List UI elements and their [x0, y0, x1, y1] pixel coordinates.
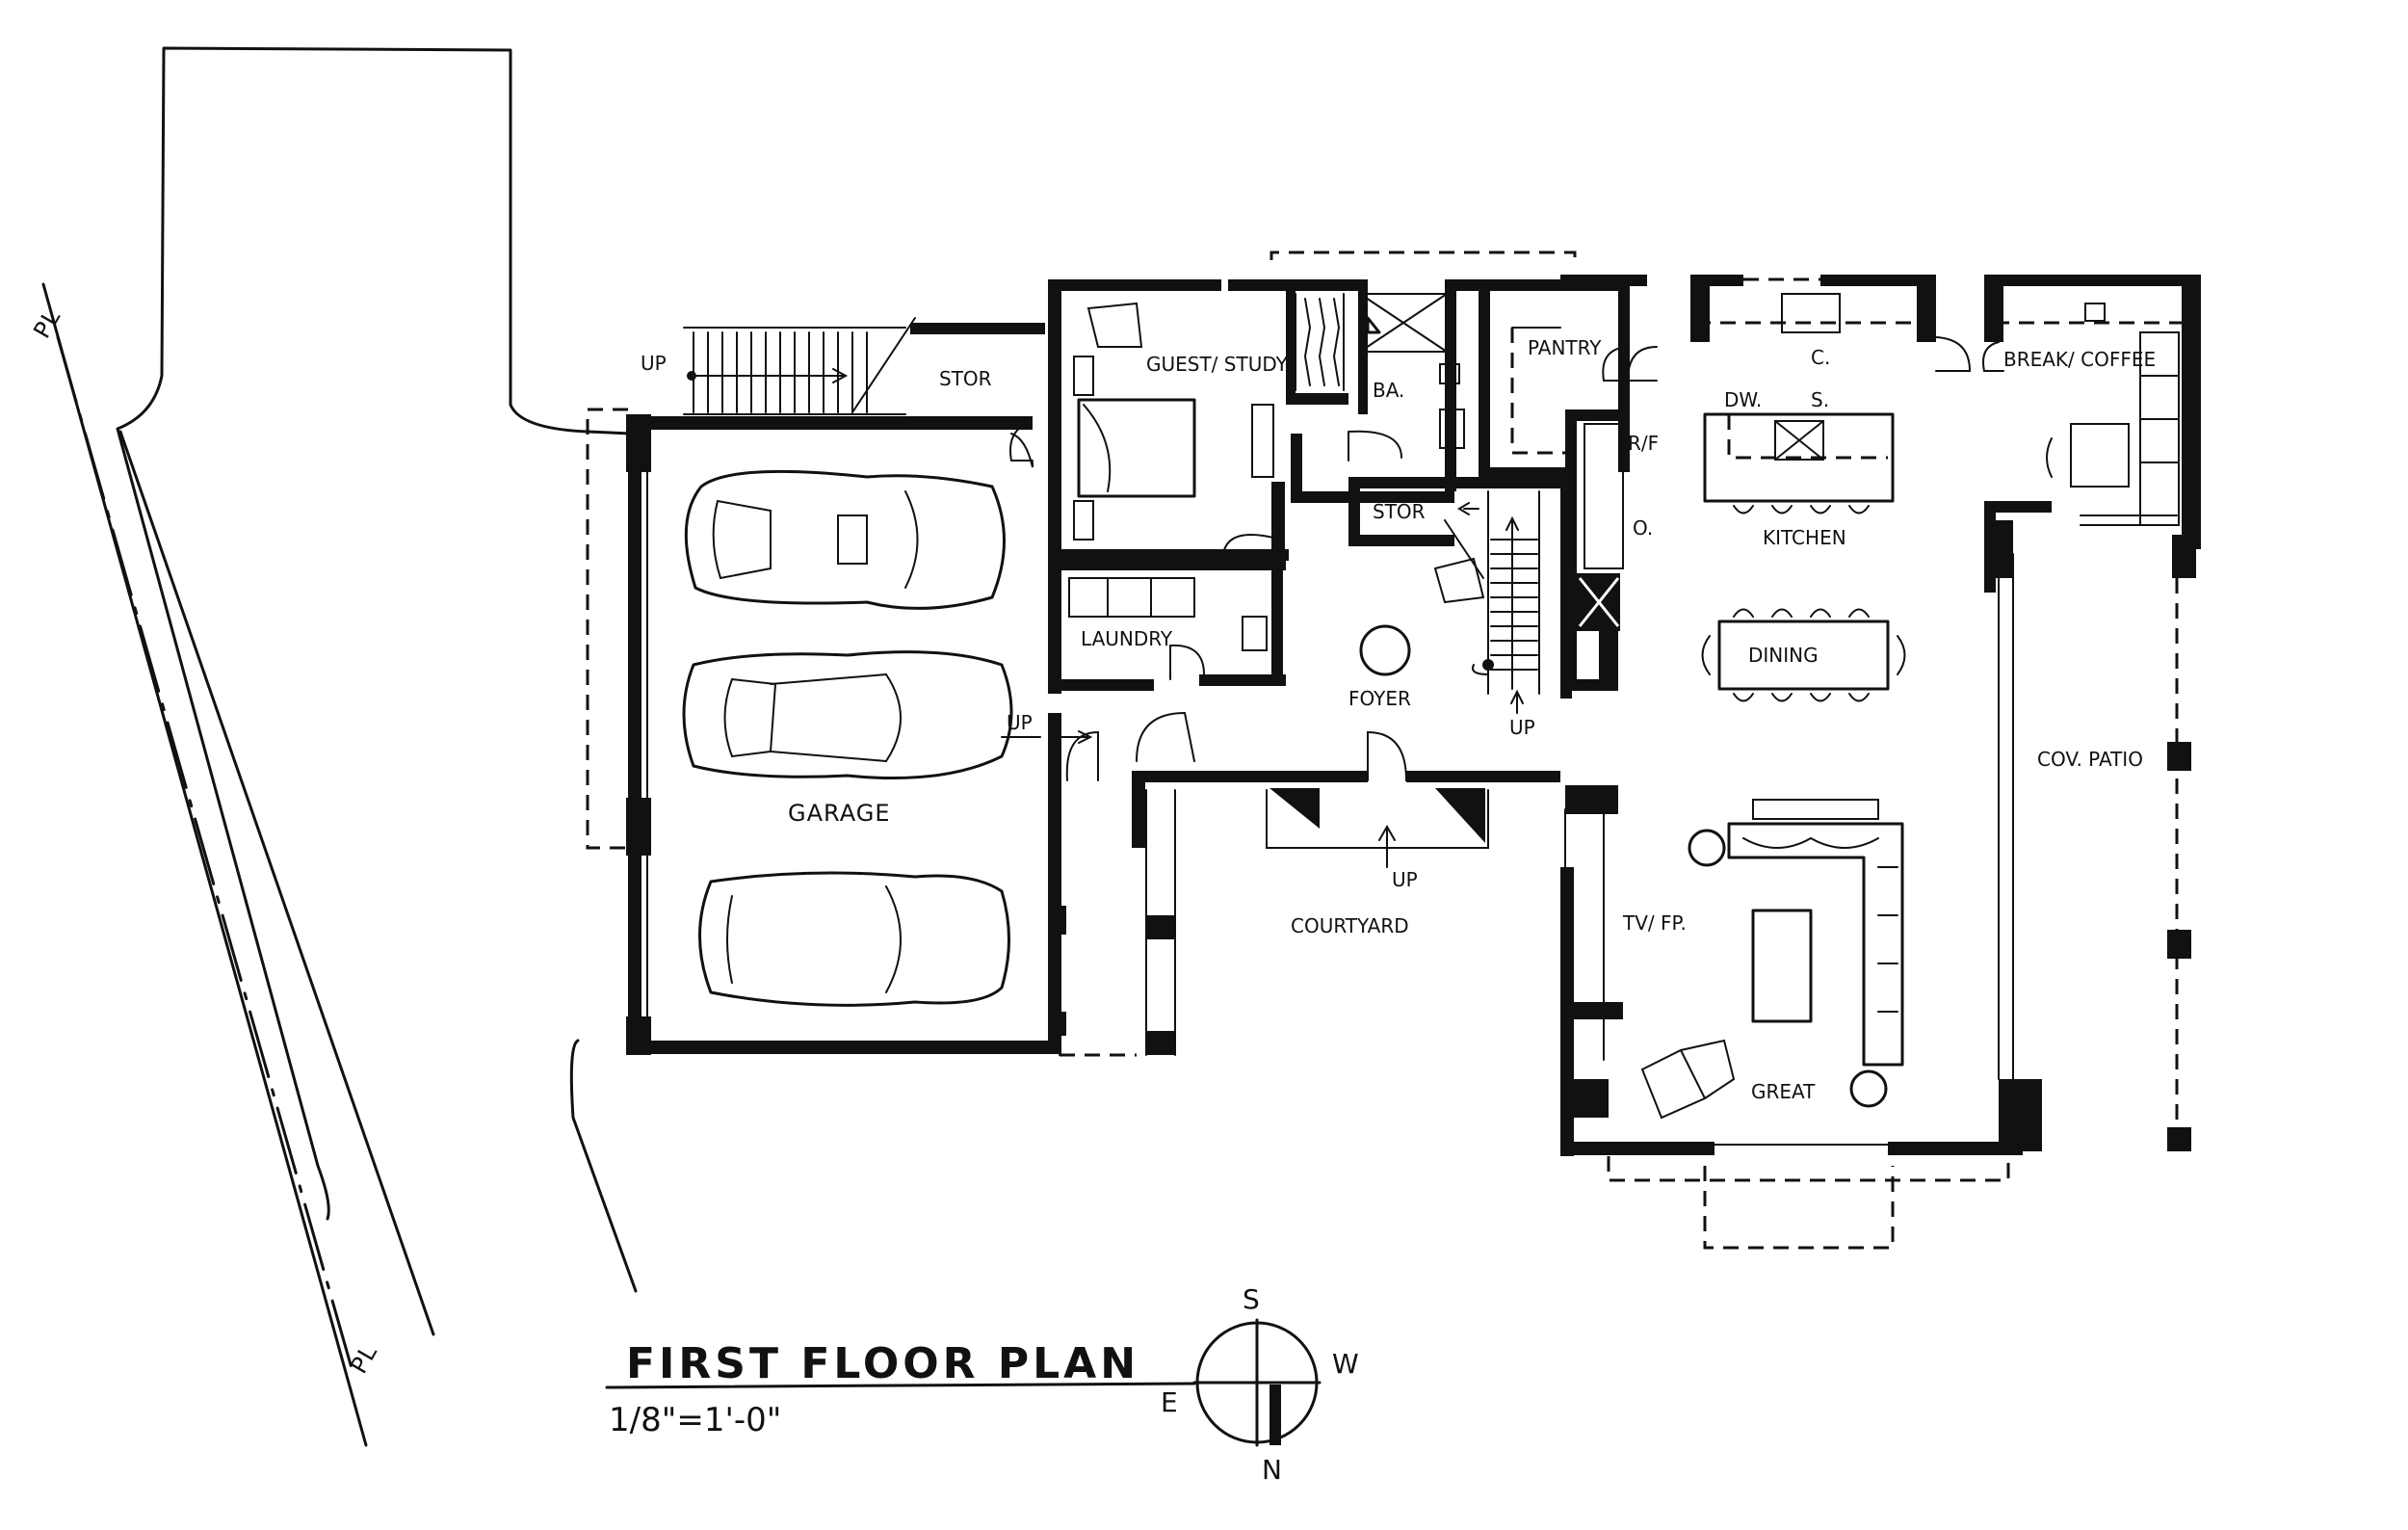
- dishwasher-label: DW.: [1724, 388, 1762, 411]
- property-line-marker-bottom: PL: [345, 1339, 382, 1378]
- car-1-icon: [684, 469, 1006, 610]
- north-arrow-compass-icon: [1192, 1318, 1322, 1447]
- dining-table: [1717, 620, 1890, 691]
- title-underline: [605, 1382, 1196, 1389]
- laundry-label: LAUNDRY: [1081, 627, 1173, 650]
- break-coffee-label: BREAK/ COFFEE: [2003, 348, 2156, 371]
- garage-wall-top: [628, 416, 1033, 430]
- garage-wall-left: [628, 416, 641, 1052]
- compass-east-label: E: [1161, 1386, 1178, 1418]
- lot-boundary-lower: [569, 1039, 638, 1293]
- great-room-label: GREAT: [1751, 1080, 1816, 1103]
- garage-wall-bottom: [628, 1041, 1061, 1054]
- garage-up-label: UP: [1007, 711, 1033, 734]
- foyer-up-label: UP: [1509, 716, 1535, 739]
- interior-stair: [1472, 490, 1540, 695]
- exterior-up-label: UP: [641, 352, 667, 375]
- garage-label: GARAGE: [788, 800, 890, 827]
- street-center-line: [56, 335, 353, 1370]
- coffee-table-icon: [1751, 909, 1813, 1023]
- car-3-icon: [698, 871, 1010, 1007]
- plan-scale: 1/8"=1'-0": [609, 1401, 781, 1439]
- compass-north-label: N: [1262, 1454, 1282, 1486]
- foyer-label: FOYER: [1348, 687, 1411, 710]
- property-line-marker-top: PL: [28, 304, 65, 343]
- plan-title: FIRST FLOOR PLAN: [626, 1339, 1139, 1388]
- tv-fireplace-label: TV/ FP.: [1622, 911, 1687, 935]
- hall-storage-label: STOR: [1373, 500, 1426, 523]
- dining-label: DINING: [1748, 644, 1819, 667]
- kitchen-label: KITCHEN: [1763, 526, 1846, 549]
- garage-storage-label: STOR: [939, 367, 992, 390]
- exterior-stair: [683, 317, 916, 415]
- oven-label: O.: [1633, 516, 1653, 540]
- courtyard-up-label: UP: [1392, 868, 1418, 891]
- covered-patio-label: COV. PATIO: [2037, 748, 2143, 771]
- compass-west-label: W: [1332, 1348, 1359, 1380]
- cabinet-c-label: C.: [1811, 346, 1830, 369]
- street-edge-line-2: [118, 430, 435, 1336]
- foyer-table-icon: [1359, 624, 1411, 676]
- courtyard-label: COURTYARD: [1291, 914, 1409, 937]
- pantry-label: PANTRY: [1528, 336, 1602, 359]
- garage-wall-right: [1048, 713, 1061, 1050]
- sink-label: S.: [1811, 388, 1829, 411]
- guest-study-label: GUEST/ STUDY: [1146, 353, 1289, 376]
- compass-south-label: S: [1243, 1283, 1260, 1315]
- fridge-label: R/F: [1628, 432, 1659, 455]
- bath-label: BA.: [1373, 379, 1404, 402]
- lot-boundary: [116, 46, 633, 1221]
- kitchen-island: [1703, 412, 1895, 503]
- sectional-sofa-icon: [1727, 822, 1904, 1067]
- car-2-icon: [682, 650, 1013, 779]
